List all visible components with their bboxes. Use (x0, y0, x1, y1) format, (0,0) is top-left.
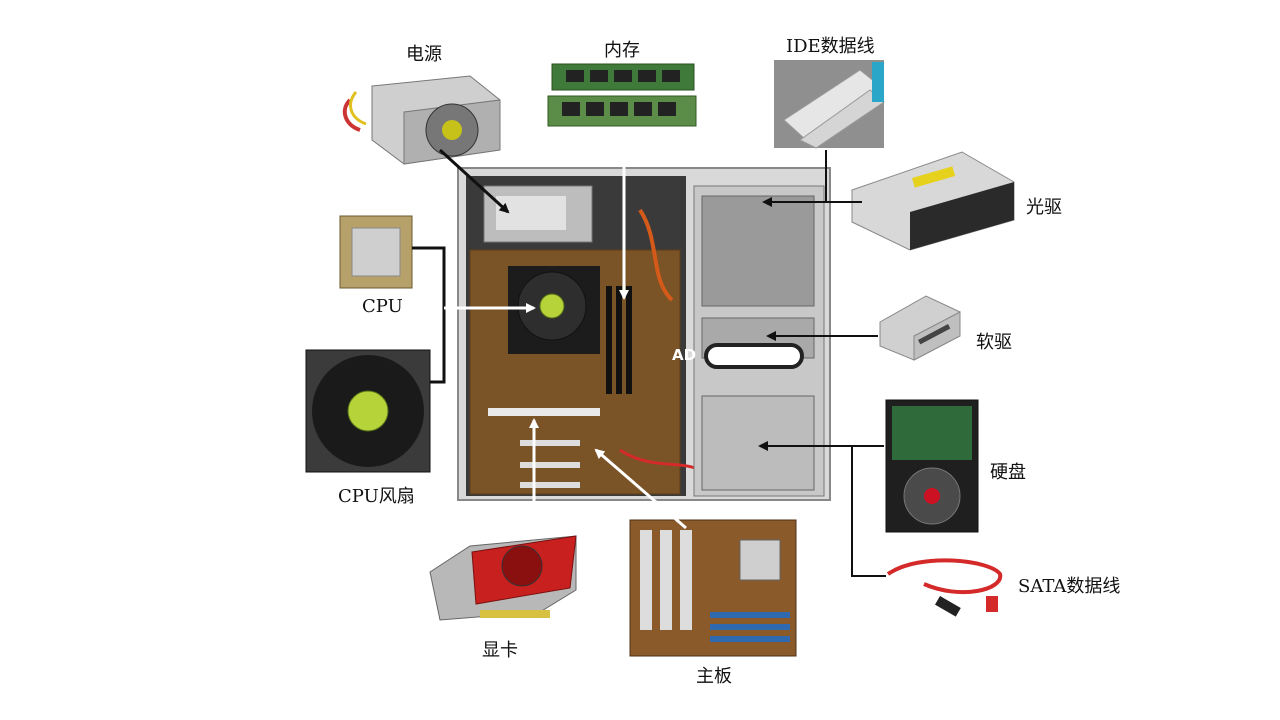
label-cpu: CPU (362, 296, 403, 317)
optical-drive-image (851, 151, 1015, 251)
cpu-image (339, 215, 413, 289)
connector-sata (851, 446, 886, 577)
psu-image (342, 75, 501, 165)
graphics-card-image (429, 535, 577, 621)
floppy-drive-image (879, 295, 961, 361)
label-ide-cable: IDE数据线 (786, 36, 875, 57)
computer-case (457, 167, 831, 501)
label-graphics-card: 显卡 (482, 640, 518, 661)
label-motherboard: 主板 (696, 666, 732, 687)
label-hard-disk: 硬盘 (990, 462, 1026, 483)
case-marking: AD (672, 346, 697, 364)
connector-psu (438, 148, 510, 214)
label-cpu-fan: CPU风扇 (338, 486, 415, 507)
label-sata-cable: SATA数据线 (1018, 576, 1121, 597)
ide-cable-image (774, 60, 885, 149)
sata-cable-image (886, 558, 1003, 617)
label-optical-drive: 光驱 (1026, 197, 1062, 218)
motherboard-image (629, 519, 797, 657)
connector-cpu-fan-bracket (412, 246, 446, 384)
ram-image (547, 63, 697, 127)
cpu-fan-image (305, 349, 431, 473)
hard-disk-image (885, 399, 979, 533)
label-floppy-drive: 软驱 (976, 332, 1012, 353)
label-psu: 电源 (406, 44, 442, 65)
connector-mobo (594, 448, 687, 530)
label-ram: 内存 (604, 40, 640, 61)
